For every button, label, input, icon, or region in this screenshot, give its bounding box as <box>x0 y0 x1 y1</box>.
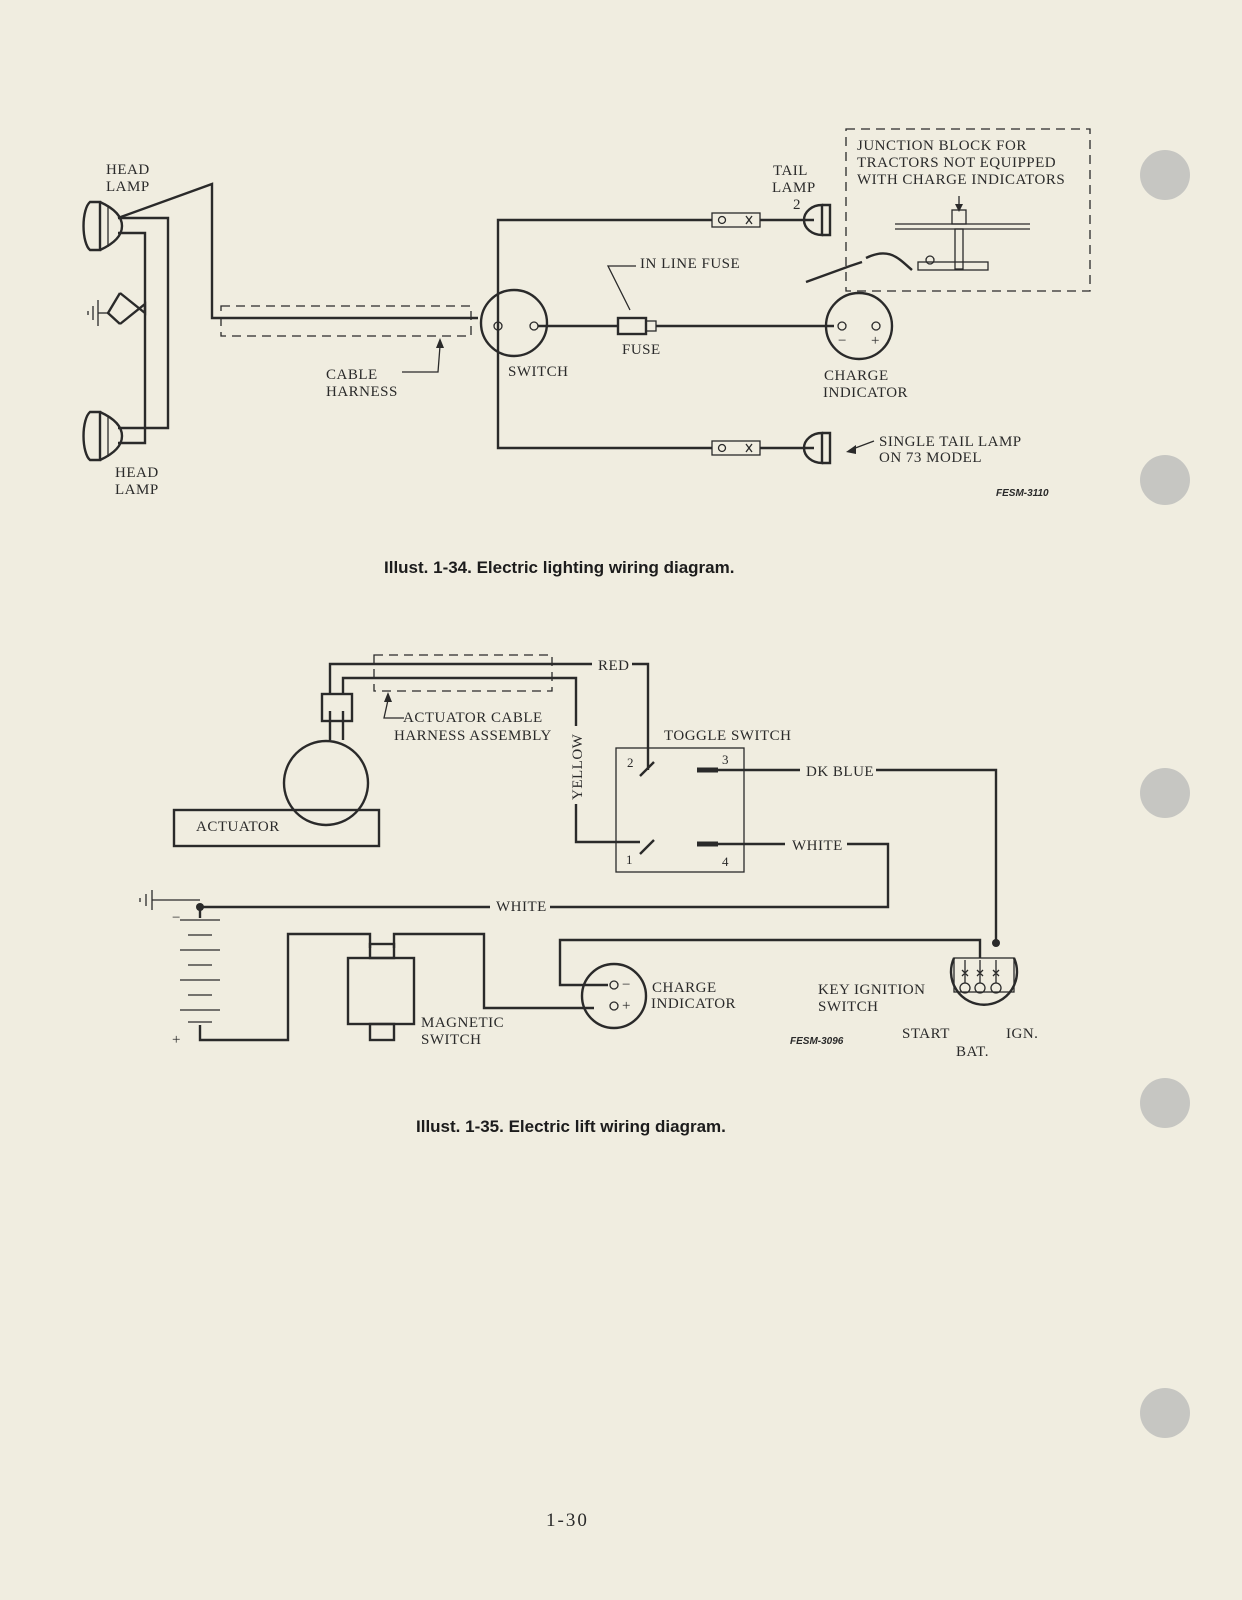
in-line-fuse-label: IN LINE FUSE <box>640 256 740 272</box>
tail-lamp-label: TAIL <box>773 163 808 179</box>
white-wire-label: WHITE <box>792 838 843 854</box>
battery <box>180 903 220 1023</box>
binder-hole <box>1140 455 1190 505</box>
key-ignition-label: KEY IGNITION <box>818 982 926 998</box>
toggle-terminal-label: 2 <box>627 755 634 770</box>
actuator-cable-harness <box>373 654 553 692</box>
light-switch <box>479 288 549 358</box>
ign-terminal-label: IGN. <box>1006 1026 1038 1042</box>
ground-symbol <box>87 300 108 326</box>
lift-wiring-diagram <box>139 654 1019 1042</box>
head-lamp-label: LAMP <box>106 179 150 195</box>
yellow-wire-label: YELLOW <box>570 733 586 800</box>
charge-indicator-label: INDICATOR <box>651 996 736 1012</box>
single-tail-lamp <box>802 431 832 465</box>
toggle-switch-label: TOGGLE SWITCH <box>664 728 791 744</box>
charge-plus: + <box>622 998 631 1014</box>
head-lamp-label: HEAD <box>115 465 159 481</box>
tail-lamp <box>802 203 832 237</box>
toggle-terminal-label: 4 <box>722 854 729 869</box>
tail-lamp-label: LAMP <box>772 180 816 196</box>
charge-minus: − <box>838 333 847 349</box>
junction-block-inset <box>805 128 1091 292</box>
charge-indicator <box>824 291 894 361</box>
bat-terminal-label: BAT. <box>956 1044 989 1060</box>
start-terminal-label: START <box>902 1026 950 1042</box>
page-number: 1-30 <box>546 1510 589 1531</box>
dk-blue-wire-label: DK BLUE <box>806 764 874 780</box>
lighting-wiring-diagram <box>82 128 1091 465</box>
charge-minus: − <box>622 977 631 993</box>
toggle-terminal-label: 3 <box>722 752 729 767</box>
actuator-connector <box>320 692 354 723</box>
charge-indicator-label: INDICATOR <box>823 385 908 401</box>
key-ignition-label: SWITCH <box>818 999 879 1015</box>
in-line-fuse <box>616 316 657 336</box>
head-lamp-top <box>82 200 124 252</box>
ground-symbol <box>139 890 200 910</box>
battery-minus: − <box>172 910 181 926</box>
red-wire-label: RED <box>598 658 630 674</box>
figure-code: FESM-3096 <box>790 1036 844 1047</box>
binder-hole <box>1140 1388 1190 1438</box>
magnetic-switch-label: MAGNETIC <box>421 1015 504 1031</box>
figure-caption: Illust. 1-35. Electric lift wiring diagr… <box>416 1117 726 1136</box>
junction-label: WITH CHARGE INDICATORS <box>857 172 1065 188</box>
single-tail-lamp-label: SINGLE TAIL LAMP <box>879 434 1022 450</box>
connector <box>711 440 761 456</box>
toggle-switch <box>615 747 745 873</box>
fuse-label: FUSE <box>622 342 661 358</box>
figure-code: FESM-3110 <box>996 488 1049 499</box>
cable-harness-label: CABLE <box>326 367 378 383</box>
tail-lamp-number: 2 <box>793 197 801 213</box>
charge-indicator-label: CHARGE <box>652 980 717 996</box>
key-ignition-switch <box>949 957 1019 1006</box>
binder-hole <box>1140 1078 1190 1128</box>
battery-plus: + <box>172 1032 181 1048</box>
connector <box>711 212 761 228</box>
white-wire-label: WHITE <box>496 899 547 915</box>
head-lamp-label: LAMP <box>115 482 159 498</box>
head-lamp-label: HEAD <box>106 162 150 178</box>
junction-label: JUNCTION BLOCK FOR <box>857 138 1027 154</box>
charge-indicator-label: CHARGE <box>824 368 889 384</box>
actuator-label: ACTUATOR <box>196 819 280 835</box>
charge-plus: + <box>871 333 880 349</box>
toggle-terminal-label: 1 <box>626 852 633 867</box>
cable-harness-label: HARNESS <box>326 384 398 400</box>
actuator <box>172 739 381 848</box>
figure-caption: Illust. 1-34. Electric lighting wiring d… <box>384 558 735 577</box>
magnetic-switch-label: SWITCH <box>421 1032 482 1048</box>
switch-label: SWITCH <box>508 364 569 380</box>
junction-label: TRACTORS NOT EQUIPPED <box>857 155 1056 171</box>
actuator-cable-label: HARNESS ASSEMBLY <box>394 728 552 744</box>
head-lamp-bottom <box>82 410 124 462</box>
actuator-cable-label: ACTUATOR CABLE <box>403 710 543 726</box>
binder-hole <box>1140 150 1190 200</box>
charge-indicator-lift <box>580 962 648 1030</box>
binder-hole <box>1140 768 1190 818</box>
magnetic-switch <box>346 942 416 1042</box>
single-tail-lamp-label: ON 73 MODEL <box>879 450 982 466</box>
cable-harness <box>220 305 472 337</box>
